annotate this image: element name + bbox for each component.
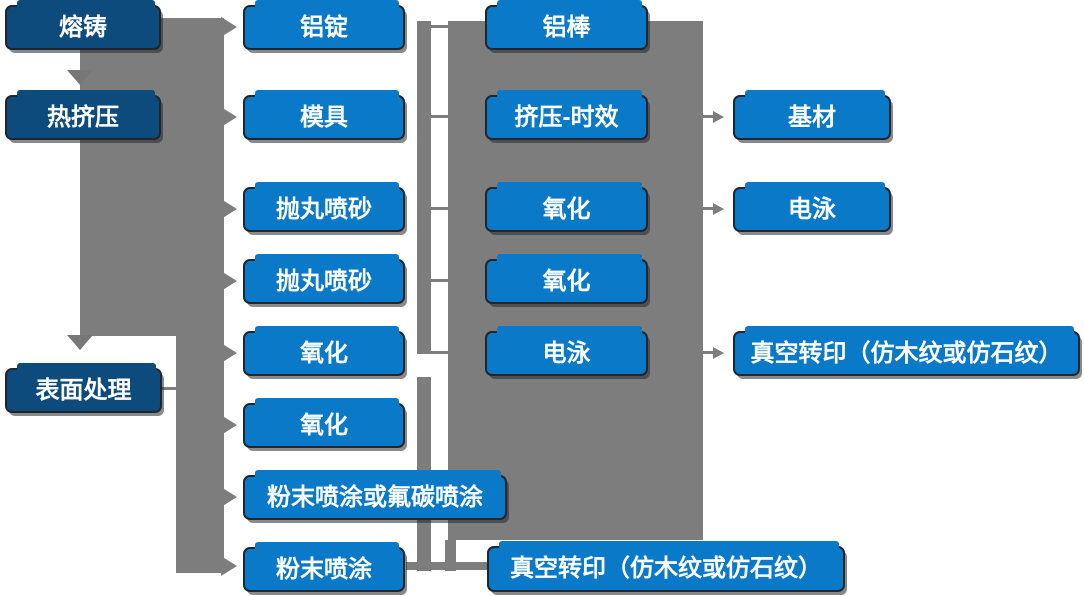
flow-arrow-right-icon bbox=[221, 487, 237, 507]
node-base-material: 基材 bbox=[733, 90, 891, 140]
flow-arrow-down-icon bbox=[67, 70, 93, 85]
node-powder-coating: 粉末喷涂 bbox=[243, 542, 405, 592]
node-shot-blasting-1: 抛丸喷砂 bbox=[243, 182, 405, 232]
flow-arrow-right-icon bbox=[713, 203, 724, 215]
node-mold: 模具 bbox=[243, 90, 405, 140]
node-hot-extrusion: 热挤压 bbox=[5, 90, 161, 140]
flow-arrow-right-icon bbox=[221, 556, 237, 576]
connector-shaft-row3 bbox=[703, 207, 715, 210]
connector-trunk-stage1 bbox=[80, 18, 224, 336]
node-electrophoresis-right: 电泳 bbox=[733, 182, 891, 232]
node-vacuum-transfer-bottom: 真空转印（仿木纹或仿石纹） bbox=[487, 541, 845, 592]
connector-shaft-row2 bbox=[703, 115, 715, 118]
node-oxidation-mid-2: 氧化 bbox=[485, 254, 648, 304]
node-extrusion-aging: 挤压-时效 bbox=[485, 90, 648, 140]
connector-shaft-row5 bbox=[703, 351, 715, 354]
flow-arrow-right-icon bbox=[221, 17, 237, 37]
connector-tick-row5 bbox=[431, 351, 448, 354]
node-vacuum-transfer-right: 真空转印（仿木纹或仿石纹） bbox=[733, 326, 1080, 376]
connector-tick-row4 bbox=[431, 279, 448, 282]
node-oxidation-mid-1: 氧化 bbox=[485, 182, 648, 232]
connector-bottom-link bbox=[406, 562, 490, 570]
connector-panel-stub bbox=[445, 540, 456, 571]
connector-tick-row3 bbox=[431, 207, 448, 210]
connector-trunk-stage2 bbox=[176, 336, 224, 573]
node-aluminum-rod: 铝棒 bbox=[485, 0, 648, 50]
flow-arrow-right-icon bbox=[221, 343, 237, 363]
node-melting: 熔铸 bbox=[5, 0, 161, 50]
flow-arrow-right-icon bbox=[221, 415, 237, 435]
flow-arrow-right-icon bbox=[221, 271, 237, 291]
connector-tick-row2 bbox=[431, 115, 448, 118]
flow-arrow-right-icon bbox=[713, 111, 724, 123]
flow-arrow-right-icon bbox=[221, 199, 237, 219]
flow-arrow-right-icon bbox=[713, 347, 724, 359]
node-oxidation-left-2: 氧化 bbox=[243, 398, 405, 448]
node-oxidation-left-1: 氧化 bbox=[243, 326, 405, 376]
node-aluminum-ingot: 铝锭 bbox=[243, 0, 405, 50]
connector-tick-row1 bbox=[431, 25, 448, 28]
flow-arrow-down-icon bbox=[67, 335, 93, 350]
node-electrophoresis-mid: 电泳 bbox=[485, 326, 648, 376]
connector-mid-bar-upper bbox=[417, 21, 431, 354]
node-surface-treatment: 表面处理 bbox=[5, 363, 162, 413]
node-shot-blasting-2: 抛丸喷砂 bbox=[243, 254, 405, 304]
flow-arrow-right-icon bbox=[221, 107, 237, 127]
connector-surface-treatment-tick bbox=[160, 387, 182, 390]
node-powder-or-fluorocarbon-coating: 粉末喷涂或氟碳喷涂 bbox=[243, 470, 507, 520]
